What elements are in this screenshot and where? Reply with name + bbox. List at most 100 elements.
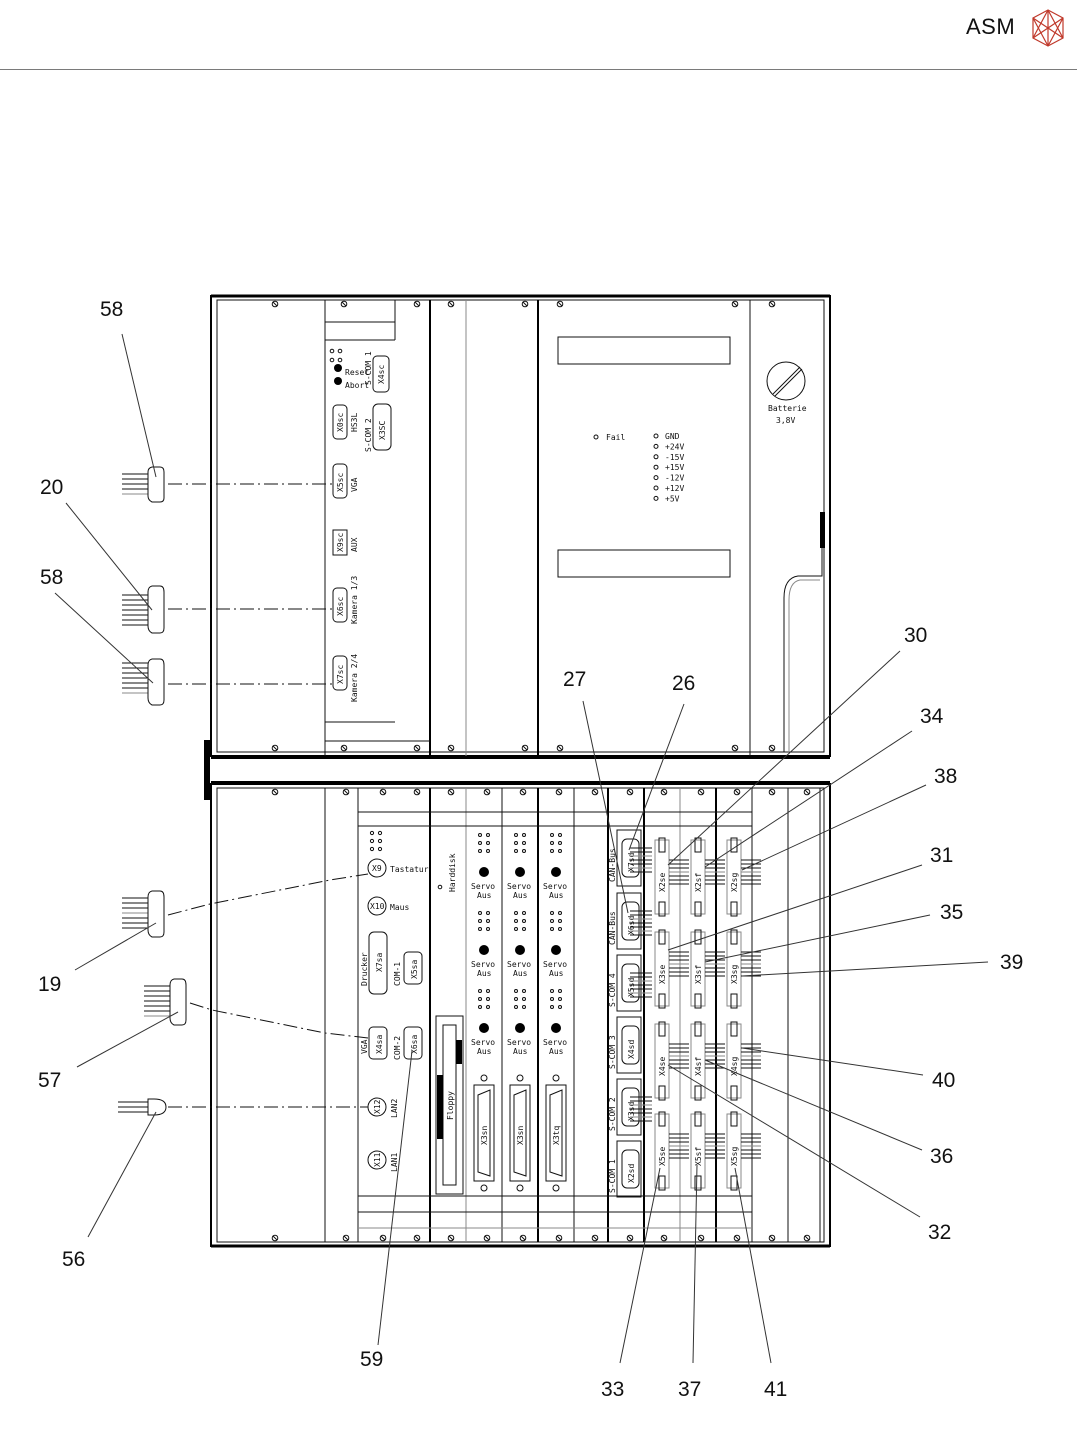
connector-X2sg[interactable]	[726, 839, 742, 915]
screw-icon	[768, 788, 776, 796]
voltage-label: -12V	[665, 474, 684, 483]
status-led-icon	[486, 911, 490, 915]
connector-X4sc[interactable]	[372, 355, 390, 393]
connector-X7sa[interactable]	[368, 931, 388, 995]
abort-label: Abort	[345, 381, 369, 390]
status-led-icon	[514, 911, 518, 915]
servo-label: Aus	[549, 891, 564, 900]
connector-X4sf[interactable]	[690, 1023, 706, 1099]
status-led-icon	[514, 919, 518, 923]
connector-X3SC[interactable]	[372, 403, 392, 451]
connector-X5sg[interactable]	[726, 1113, 742, 1189]
connector-X11[interactable]	[367, 1150, 387, 1170]
callout-27: 27	[563, 668, 629, 914]
leader-line	[54, 592, 154, 684]
status-led-icon	[522, 997, 526, 1001]
callout-19: 19	[38, 922, 157, 996]
status-led-icon	[514, 833, 518, 837]
callout-34: 34	[704, 705, 944, 868]
connector-X6sc[interactable]	[332, 587, 348, 623]
connector-X2se[interactable]	[654, 839, 670, 915]
connector-X5sf[interactable]	[690, 1113, 706, 1189]
status-led-icon	[558, 849, 562, 853]
screw-icon	[591, 1234, 599, 1242]
status-led-icon	[522, 849, 526, 853]
screw-icon	[521, 300, 529, 308]
servo-switch-icon[interactable]	[515, 1023, 525, 1033]
connector-X4sg[interactable]	[726, 1023, 742, 1099]
cable-plugs	[118, 466, 369, 1116]
servo-switch-icon[interactable]	[551, 1023, 561, 1033]
leader-line	[87, 1111, 157, 1238]
connector-X5se[interactable]	[654, 1113, 670, 1189]
servo-switch-icon[interactable]	[551, 945, 561, 955]
servo-switch-icon[interactable]	[515, 945, 525, 955]
connector-X9sc[interactable]	[332, 529, 348, 556]
connector-X3sg[interactable]	[726, 931, 742, 1007]
status-led-icon	[522, 841, 526, 845]
servo-switch-icon[interactable]	[479, 945, 489, 955]
servo-switch-icon[interactable]	[479, 1023, 489, 1033]
scom-connector-id: X3sd	[627, 1102, 636, 1121]
servo-label: Servo	[543, 960, 567, 969]
leader-line	[74, 922, 157, 971]
connector-X5sa[interactable]	[403, 951, 423, 985]
leader-line	[692, 1164, 698, 1364]
connector-X6sa[interactable]	[403, 1026, 423, 1060]
callout-39: 39	[741, 951, 1023, 977]
connector-X6sa-id: X6sa	[410, 1035, 419, 1054]
connector-X0sc[interactable]	[332, 404, 348, 440]
servo-switch-icon[interactable]	[479, 867, 489, 877]
status-led-icon	[558, 989, 562, 993]
connector-X7sd[interactable]	[621, 838, 640, 878]
connector-X4sa[interactable]	[368, 1026, 388, 1060]
scom-connector-label: S-COM 2	[608, 1097, 617, 1131]
status-led-icon	[550, 989, 554, 993]
connector-X7sc[interactable]	[332, 655, 348, 691]
connector-X7sa-id: X7sa	[375, 953, 384, 972]
io-connector: X5sg	[726, 1111, 761, 1191]
connector-X3sd[interactable]	[621, 1087, 640, 1127]
connector-X3sn[interactable]	[473, 1084, 495, 1182]
status-led-icon	[558, 841, 562, 845]
servo-switch-icon[interactable]	[551, 867, 561, 877]
connector-X0sc-label: HS3L	[350, 413, 359, 432]
connector-X3tq[interactable]	[545, 1084, 567, 1182]
header-divider	[0, 69, 1077, 70]
status-led-icon	[522, 833, 526, 837]
connector-X3sf[interactable]	[690, 931, 706, 1007]
connector-X10[interactable]	[367, 896, 387, 916]
screw-icon	[379, 788, 387, 796]
floppy-drive[interactable]	[435, 1015, 464, 1195]
connector-X9[interactable]	[367, 858, 387, 878]
connector-X2sd[interactable]	[621, 1149, 640, 1189]
connector-X3se[interactable]	[654, 931, 670, 1007]
servo-switch-icon[interactable]	[515, 867, 525, 877]
connector-X4sd[interactable]	[621, 1025, 640, 1065]
abort-switch-icon[interactable]	[334, 377, 342, 385]
connector-X3sn[interactable]	[509, 1084, 531, 1182]
callout-37: 37	[678, 1164, 701, 1401]
connector-X5sd[interactable]	[621, 963, 640, 1003]
io-connector: X2sg	[726, 837, 761, 917]
servo-cards: ServoAusServoAusServoAusX3snServoAusServ…	[471, 833, 567, 1192]
connector-X4se[interactable]	[654, 1023, 670, 1099]
reset-switch-icon[interactable]	[334, 364, 342, 372]
connector-X3SC-label: S-COM 2	[364, 418, 373, 452]
io-connector-id: X4sg	[730, 1057, 739, 1076]
status-led-icon	[486, 989, 490, 993]
io-connector: X3se	[654, 929, 689, 1009]
screw-icon	[413, 788, 421, 796]
connector-X6sd[interactable]	[621, 901, 640, 941]
connector-X2sf[interactable]	[690, 839, 706, 915]
screw-icon	[556, 300, 564, 308]
status-led-icon	[550, 849, 554, 853]
callout-number: 59	[360, 1348, 383, 1371]
status-led-icon	[558, 833, 562, 837]
servo-label: Servo	[471, 1038, 495, 1047]
connector-X5sc[interactable]	[332, 463, 348, 499]
connector-X10-label: Maus	[390, 903, 409, 912]
